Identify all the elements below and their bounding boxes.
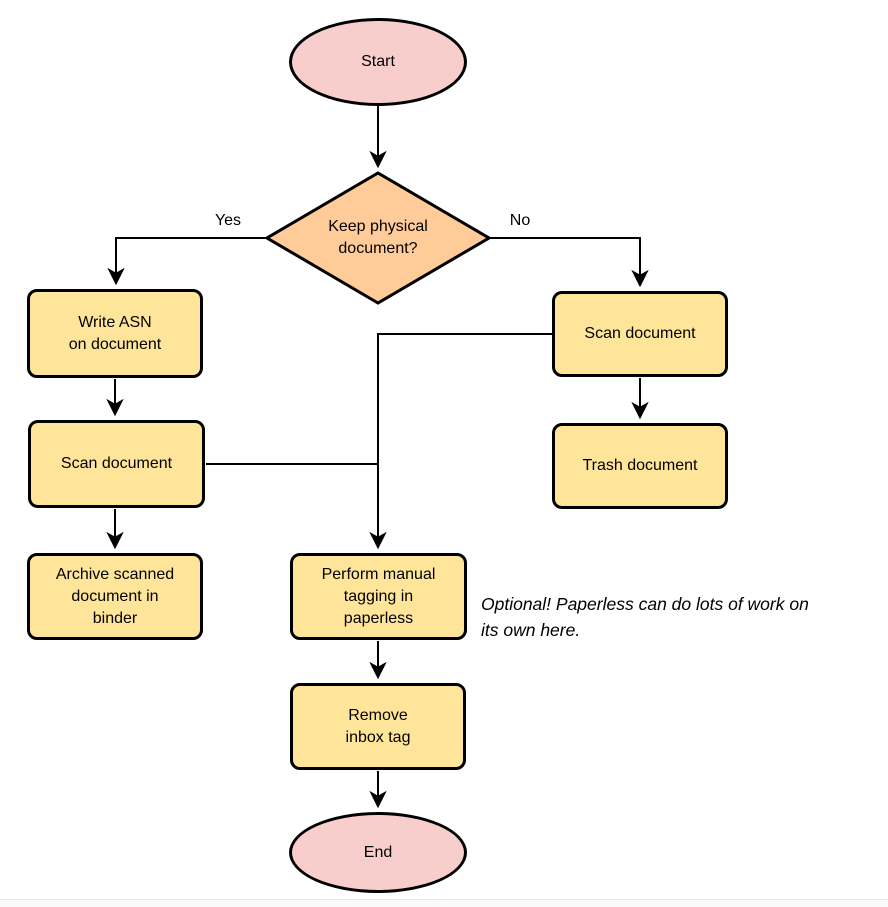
edge-label-yes-text: Yes bbox=[214, 212, 242, 229]
node-remove-inbox-tag-label: Remove inbox tag bbox=[345, 706, 411, 746]
page-bottom-margin bbox=[0, 900, 888, 907]
edge-scanright-tagging bbox=[378, 333, 552, 547]
node-scan-document-left: Scan document bbox=[28, 420, 205, 508]
decision-diamond-shape bbox=[265, 171, 491, 305]
edge-label-no-text: No bbox=[509, 212, 531, 229]
node-scan-document-right-label: Scan document bbox=[584, 325, 696, 342]
optional-note: Optional! Paperless can do lots of work … bbox=[481, 594, 809, 640]
node-manual-tagging: Perform manual tagging in paperless bbox=[290, 553, 467, 640]
node-end-label: End bbox=[363, 843, 393, 861]
node-decision: Keep physical document? bbox=[265, 171, 491, 305]
node-manual-tagging-label: Perform manual tagging in paperless bbox=[321, 565, 436, 627]
node-start-label: Start bbox=[361, 53, 395, 70]
node-archive-binder: Archive scanned document in binder bbox=[27, 553, 203, 640]
node-write-asn-label: Write ASN on document bbox=[68, 313, 162, 353]
node-start: Start bbox=[289, 18, 467, 106]
node-end: End bbox=[289, 812, 467, 893]
node-remove-inbox-tag: Remove inbox tag bbox=[290, 683, 466, 770]
node-trash-document: Trash document bbox=[552, 423, 728, 509]
edge-label-yes: Yes bbox=[196, 211, 260, 231]
node-archive-binder-label: Archive scanned document in binder bbox=[55, 565, 175, 627]
node-scan-document-right: Scan document bbox=[552, 291, 728, 377]
node-scan-document-left-label: Scan document bbox=[60, 455, 173, 472]
edge-decision-writeasn-yes bbox=[116, 237, 266, 283]
edge-decision-scanright-no bbox=[489, 237, 640, 285]
node-trash-document-label: Trash document bbox=[582, 457, 698, 474]
node-write-asn: Write ASN on document bbox=[27, 289, 203, 378]
edge-label-no: No bbox=[492, 211, 548, 231]
page-bottom-divider bbox=[0, 899, 888, 900]
node-decision-label: Keep physical document? bbox=[328, 218, 428, 257]
